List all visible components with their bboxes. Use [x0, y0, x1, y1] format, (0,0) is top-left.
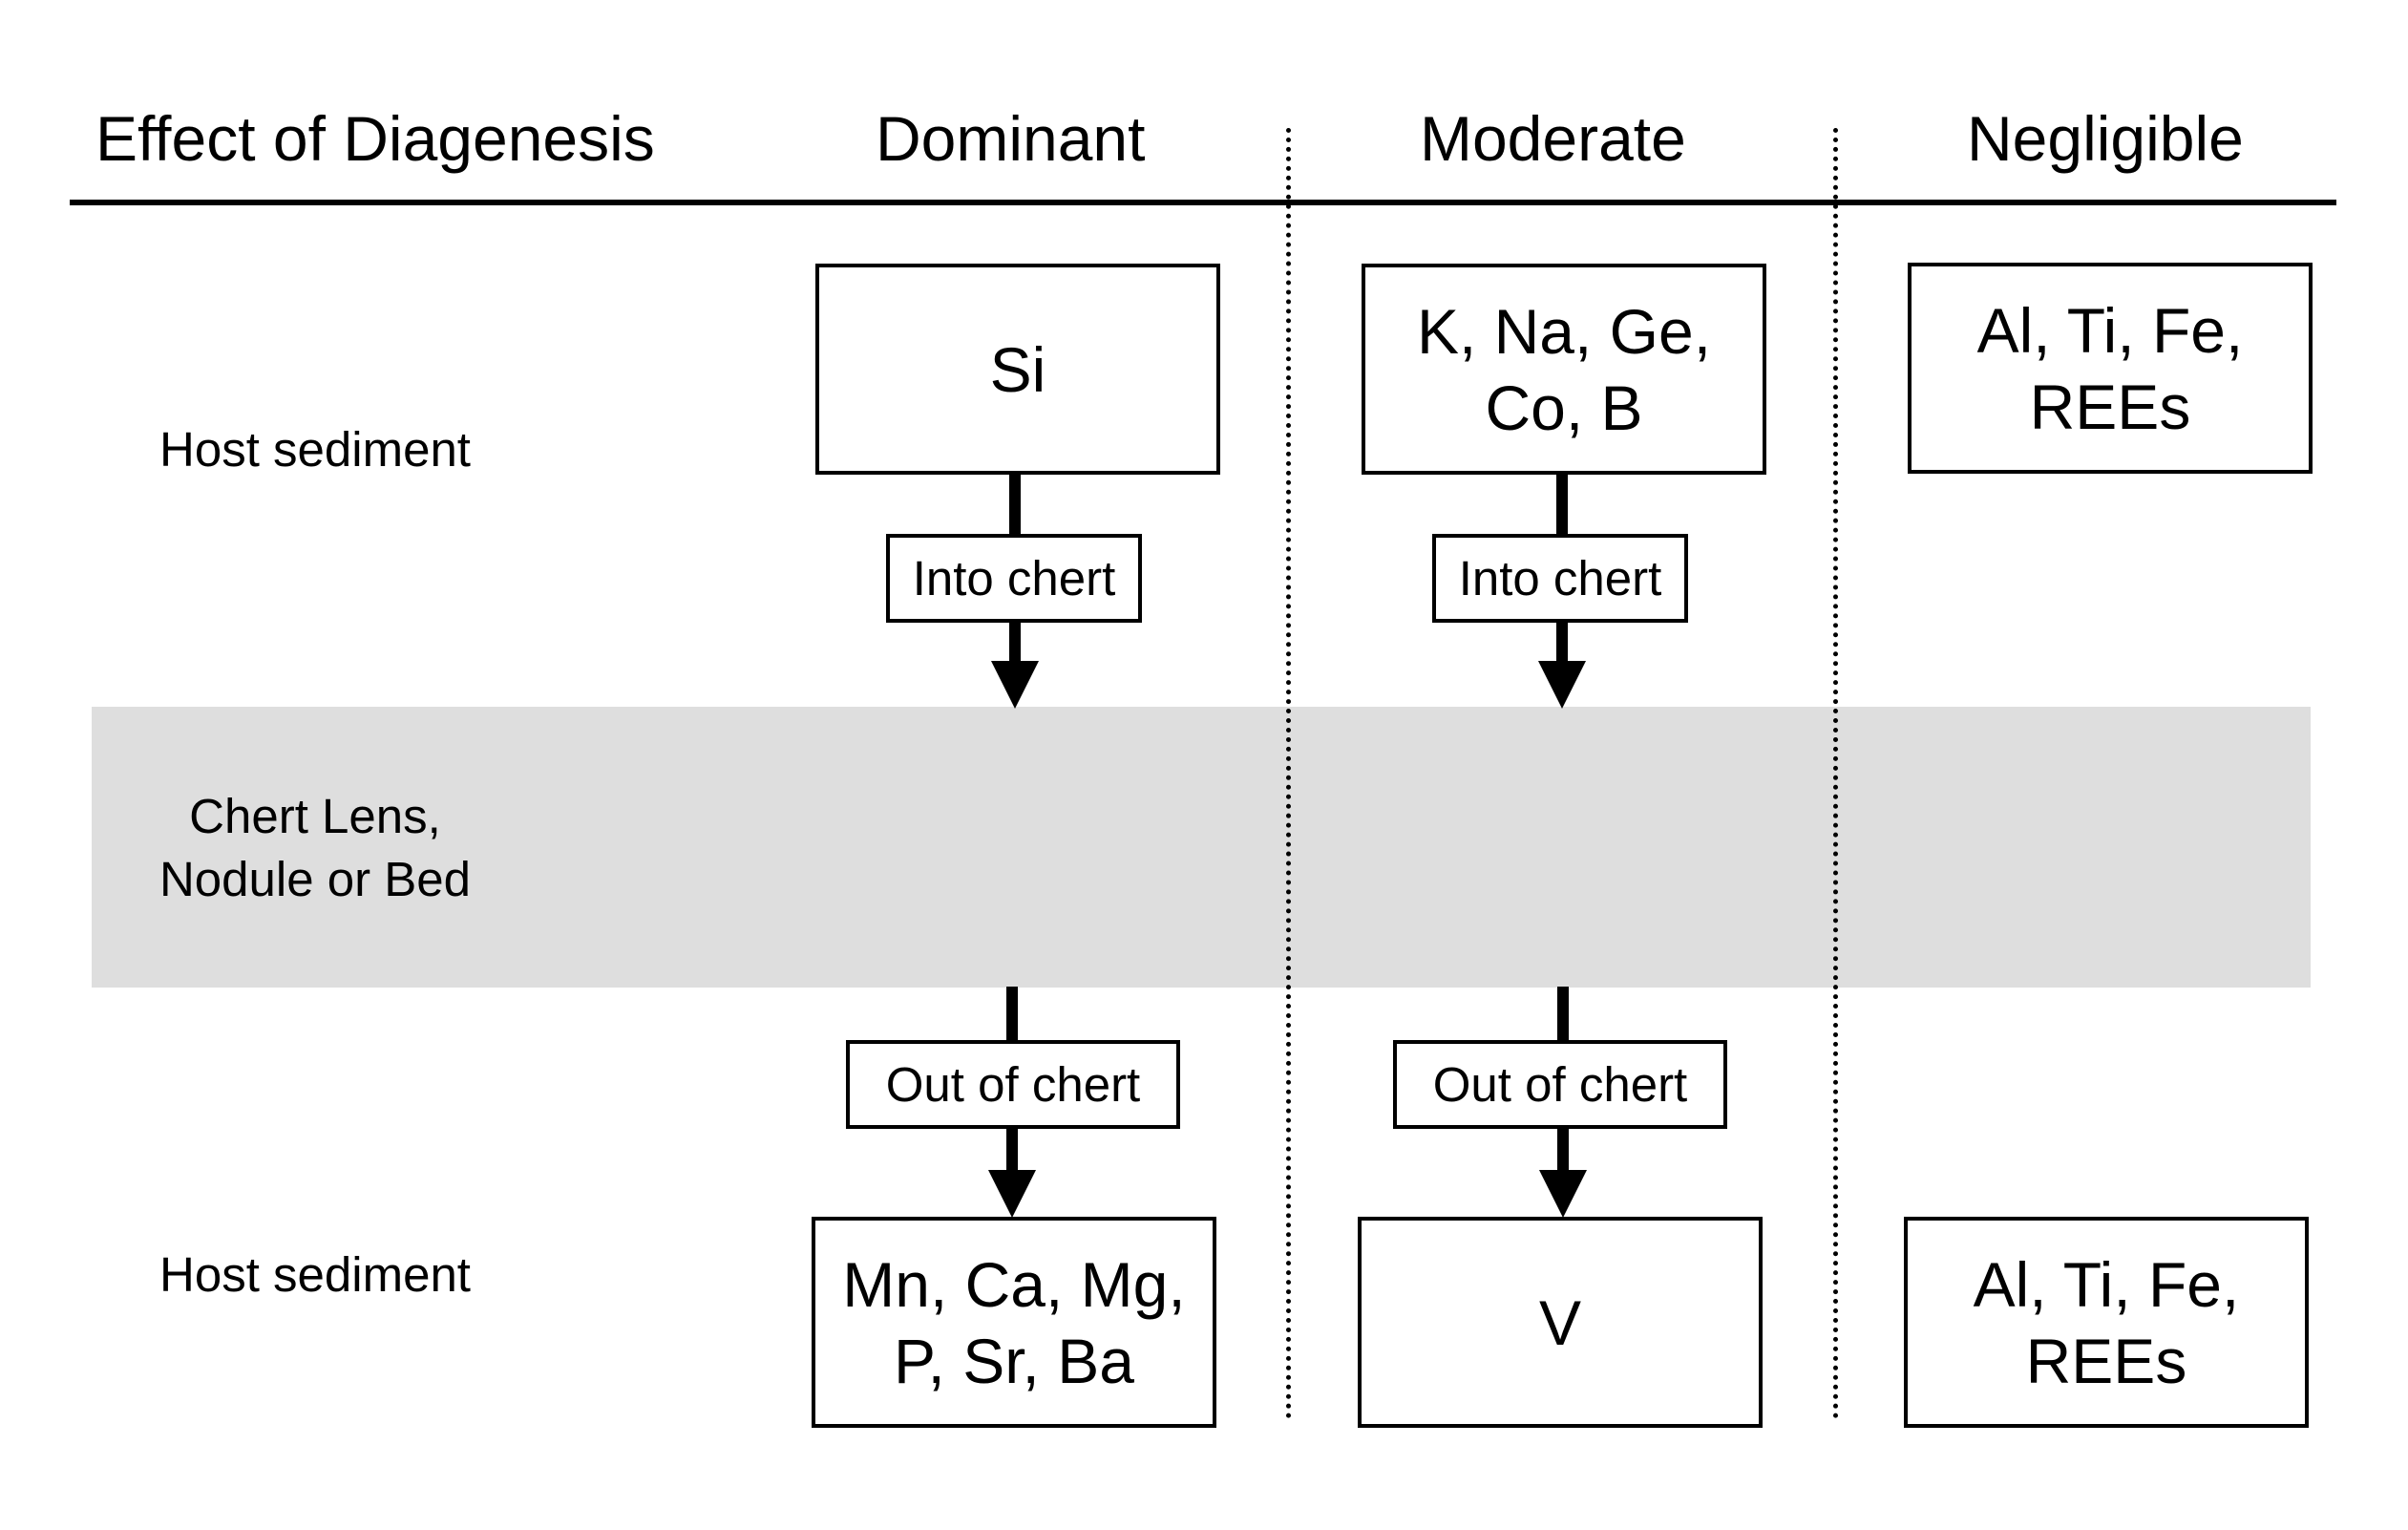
box-negligible-bottom-line1: Al, Ti, Fe, — [1973, 1248, 2240, 1320]
box-dominant-bottom: Mn, Ca, Mg, P, Sr, Ba — [812, 1217, 1216, 1428]
box-moderate-bottom-line1: V — [1538, 1286, 1582, 1358]
box-dominant-bottom-line1: Mn, Ca, Mg, — [842, 1248, 1186, 1320]
box-dominant-top: Si — [815, 264, 1220, 475]
box-moderate-top: K, Na, Ge, Co, B — [1362, 264, 1766, 475]
row-label-chert-line2: Nodule or Bed — [158, 852, 472, 906]
chert-band — [92, 707, 2311, 988]
row-label-chert: Chert Lens, Nodule or Bed — [105, 785, 525, 911]
header-negligible: Negligible — [1967, 103, 2244, 174]
header-effect-of-diagenesis: Effect of Diagenesis — [95, 103, 655, 174]
label-into-chert-moderate: Into chert — [1432, 534, 1688, 623]
box-moderate-bottom: V — [1358, 1217, 1763, 1428]
arrowhead-moderate-top — [1538, 661, 1586, 709]
box-dominant-bottom-line2: P, Sr, Ba — [894, 1325, 1134, 1396]
arrowhead-dominant-bottom — [988, 1170, 1036, 1218]
label-out-of-chert-dominant: Out of chert — [846, 1040, 1180, 1129]
row-label-host-sediment-top: Host sediment — [159, 422, 471, 477]
row-label-host-sediment-bottom: Host sediment — [159, 1247, 471, 1302]
box-moderate-top-line2: Co, B — [1485, 372, 1643, 443]
column-separator-1 — [1286, 128, 1291, 1419]
box-dominant-top-line1: Si — [989, 333, 1046, 405]
header-rule — [70, 200, 2336, 205]
box-negligible-top-line2: REEs — [2029, 371, 2191, 442]
box-negligible-top-line1: Al, Ti, Fe, — [1976, 294, 2244, 366]
box-negligible-bottom: Al, Ti, Fe, REEs — [1904, 1217, 2309, 1428]
label-into-chert-dominant: Into chert — [886, 534, 1142, 623]
label-out-of-chert-moderate: Out of chert — [1393, 1040, 1727, 1129]
arrowhead-dominant-top — [991, 661, 1039, 709]
box-negligible-bottom-line2: REEs — [2025, 1325, 2187, 1396]
header-dominant: Dominant — [876, 103, 1146, 174]
header-moderate: Moderate — [1420, 103, 1686, 174]
box-negligible-top: Al, Ti, Fe, REEs — [1908, 263, 2313, 474]
arrowhead-moderate-bottom — [1539, 1170, 1587, 1218]
box-moderate-top-line1: K, Na, Ge, — [1416, 295, 1712, 367]
column-separator-2 — [1833, 128, 1838, 1419]
row-label-chert-line1: Chert Lens, — [189, 789, 441, 843]
